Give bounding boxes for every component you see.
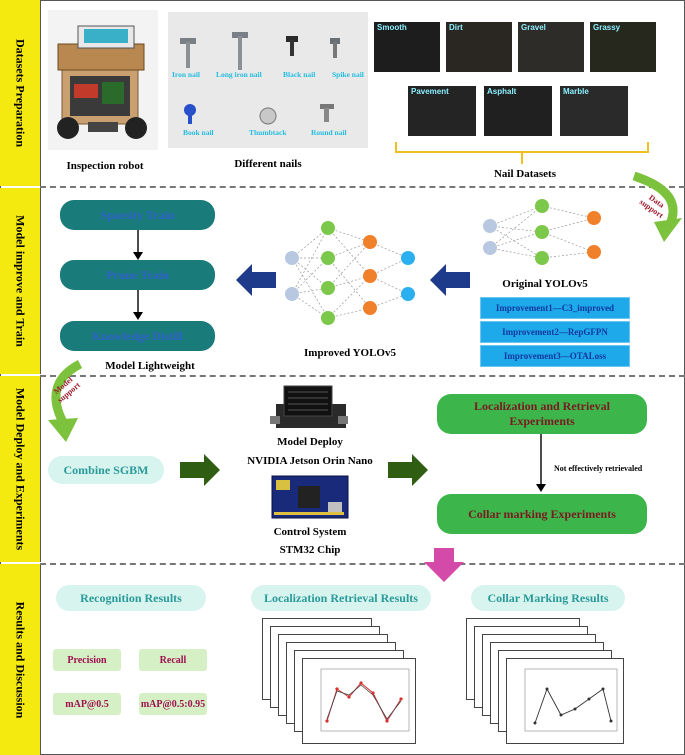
control-system-label: Control System	[273, 526, 347, 538]
metric-precision: Precision	[53, 649, 121, 671]
section-label-2: Model improve and Train	[13, 215, 28, 347]
section-label-1: Datasets Preparation	[13, 38, 28, 148]
nail-label-2: Long iron nail	[216, 70, 262, 79]
collar-results-title: Collar Marking Results	[471, 585, 625, 611]
metric-map50-95: mAP@0.5:0.95	[139, 693, 207, 715]
inspection-robot-label: Inspection robot	[66, 160, 144, 172]
nail-label-1: Iron nail	[172, 70, 200, 79]
loc-chart-miniature	[320, 668, 410, 732]
data-support-arrow	[632, 172, 682, 242]
combine-sgbm-button: Combine SGBM	[48, 456, 164, 484]
model-deploy-label: Model Deploy	[277, 436, 343, 448]
nails-illustration	[180, 32, 340, 125]
surface-photo-smooth: Smooth	[374, 22, 440, 72]
improvement-1-box: Improvement1—C3_improved	[480, 297, 630, 319]
surface-label-asphalt: Asphalt	[487, 87, 517, 96]
different-nails-label: Different nails	[234, 158, 302, 170]
train-flow-arrows	[133, 230, 143, 320]
collar-chart-miniature	[524, 668, 618, 732]
magenta-arrow-down	[424, 548, 464, 582]
jetson-board	[270, 385, 348, 428]
surface-label-pavement: Pavement	[411, 87, 449, 96]
nail-label-3: Black nail	[283, 70, 316, 79]
stm32-board	[271, 475, 349, 519]
stm32-label: STM32 Chip	[279, 544, 341, 556]
surface-label-grassy: Grassy	[593, 23, 621, 32]
surface-photo-dirt: Dirt	[446, 22, 512, 72]
localization-experiments-button: Localization and Retrieval Experiments	[437, 394, 647, 434]
robot-illustration	[48, 10, 158, 150]
robot-photo	[48, 10, 158, 150]
blue-arrow-left-1	[236, 264, 276, 296]
section-bar-3: Model Deploy and Experiments	[0, 376, 41, 562]
surface-label-gravel: Gravel	[521, 23, 546, 32]
nail-label-6: Thumbtack	[249, 128, 287, 137]
jetson-label: NVIDIA Jetson Orin Nano	[247, 455, 373, 467]
surface-photo-grassy: Grassy	[590, 22, 656, 72]
separator-2	[40, 375, 685, 377]
section-bar-2: Model improve and Train	[0, 188, 41, 374]
surface-photo-pavement: Pavement	[408, 86, 476, 136]
section-bar-1: Datasets Preparation	[0, 0, 41, 186]
section-label-3: Model Deploy and Experiments	[13, 387, 28, 551]
nail-label-7: Round nail	[311, 128, 347, 137]
section-label-4: Results and Discussion	[13, 601, 28, 718]
improvement-2-box: Improvement2—RepGFPN	[480, 321, 630, 343]
surface-label-marble: Marble	[563, 87, 589, 96]
metric-recall: Recall	[139, 649, 207, 671]
not-retrieved-label: Not effectively retrievaled	[554, 464, 643, 473]
nail-datasets-label: Nail Datasets	[493, 168, 557, 180]
collar-marking-button: Collar marking Experiments	[437, 494, 647, 534]
nails-panel	[168, 12, 368, 148]
improved-network	[285, 221, 415, 325]
recognition-results-title: Recognition Results	[56, 585, 206, 611]
sparsity-train-button: Sparsity Train	[60, 200, 215, 230]
prune-train-button: Prune Train	[60, 260, 215, 290]
separator-3	[40, 563, 685, 565]
retrieval-flow-arrow	[536, 434, 546, 492]
surface-photo-asphalt: Asphalt	[484, 86, 552, 136]
improvement-3-box: Improvement3—OTALoss	[480, 345, 630, 367]
model-support-arrow	[48, 360, 83, 442]
blue-arrow-left-2	[430, 264, 470, 296]
collar-chart-page-front	[506, 658, 624, 744]
metric-map50: mAP@0.5	[53, 693, 121, 715]
localization-results-title: Localization Retrieval Results	[251, 585, 431, 611]
surface-photo-marble: Marble	[560, 86, 628, 136]
improved-yolov5-label: Improved YOLOv5	[304, 347, 396, 359]
separator-1	[40, 186, 685, 188]
knowledge-distill-button: Knowledge Distill	[60, 321, 215, 351]
original-network	[483, 199, 601, 265]
datasets-bracket	[395, 142, 649, 164]
nail-label-5: Book nail	[183, 128, 214, 137]
green-arrow-right-1	[180, 454, 220, 486]
section-bar-4: Results and Discussion	[0, 564, 41, 755]
surface-label-smooth: Smooth	[377, 23, 407, 32]
surface-label-dirt: Dirt	[449, 23, 463, 32]
model-lightweight-label: Model Lightweight	[105, 360, 195, 372]
original-yolov5-label: Original YOLOv5	[502, 278, 588, 290]
surface-photo-gravel: Gravel	[518, 22, 584, 72]
green-arrow-right-2	[388, 454, 428, 486]
nail-label-4: Spike nail	[332, 70, 364, 79]
loc-chart-page-front	[302, 658, 416, 744]
